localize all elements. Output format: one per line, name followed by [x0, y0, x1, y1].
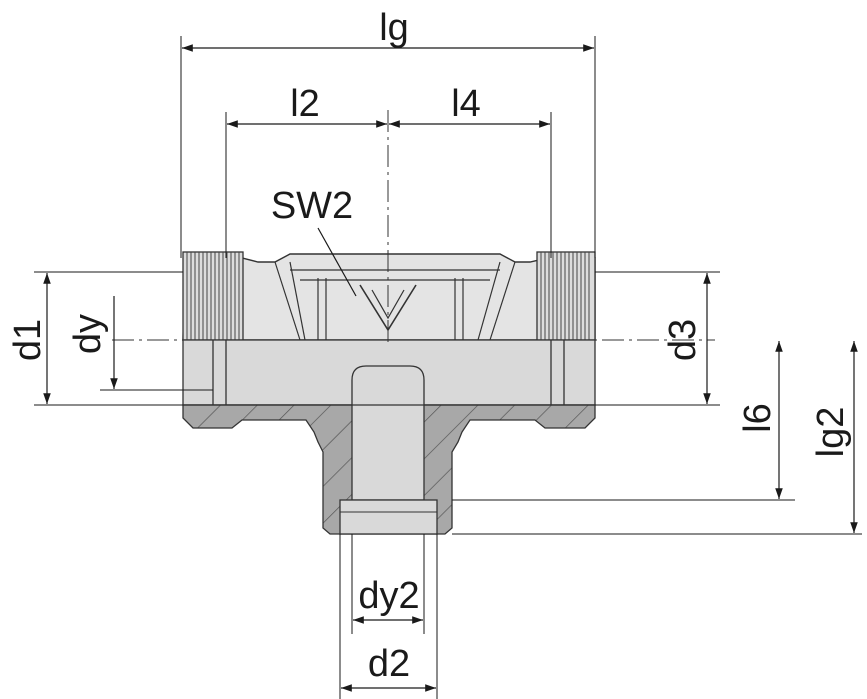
dimension-d3: d3	[595, 271, 720, 406]
label-l4: l4	[451, 83, 481, 125]
dimension-l2-l4: l2 l4	[225, 83, 552, 258]
left-thread	[182, 251, 244, 341]
dimension-dy: dy	[67, 296, 213, 391]
label-l2: l2	[290, 83, 320, 125]
label-lg2: lg2	[810, 407, 852, 458]
hex-flats	[274, 261, 516, 341]
label-l6: l6	[737, 403, 779, 433]
branch-bore	[351, 365, 425, 501]
dimension-l6: l6	[452, 341, 795, 501]
dimension-d1: d1	[7, 271, 183, 406]
label-lg: lg	[379, 7, 409, 49]
label-sw2: SW2	[271, 185, 353, 227]
callout-sw2: SW2	[271, 185, 357, 297]
fitting-body	[182, 251, 596, 535]
label-d2: d2	[368, 643, 410, 685]
label-d3: d3	[662, 319, 704, 361]
label-dy: dy	[67, 314, 109, 354]
dimension-lg2: lg2	[452, 341, 862, 535]
dimension-lg: lg	[180, 7, 596, 258]
dimension-d2: d2	[339, 534, 438, 699]
label-dy2: dy2	[358, 575, 419, 617]
dimension-dy2: dy2	[351, 534, 425, 634]
branch-counterbore	[339, 499, 438, 535]
label-d1: d1	[7, 319, 49, 361]
right-thread	[536, 251, 596, 341]
